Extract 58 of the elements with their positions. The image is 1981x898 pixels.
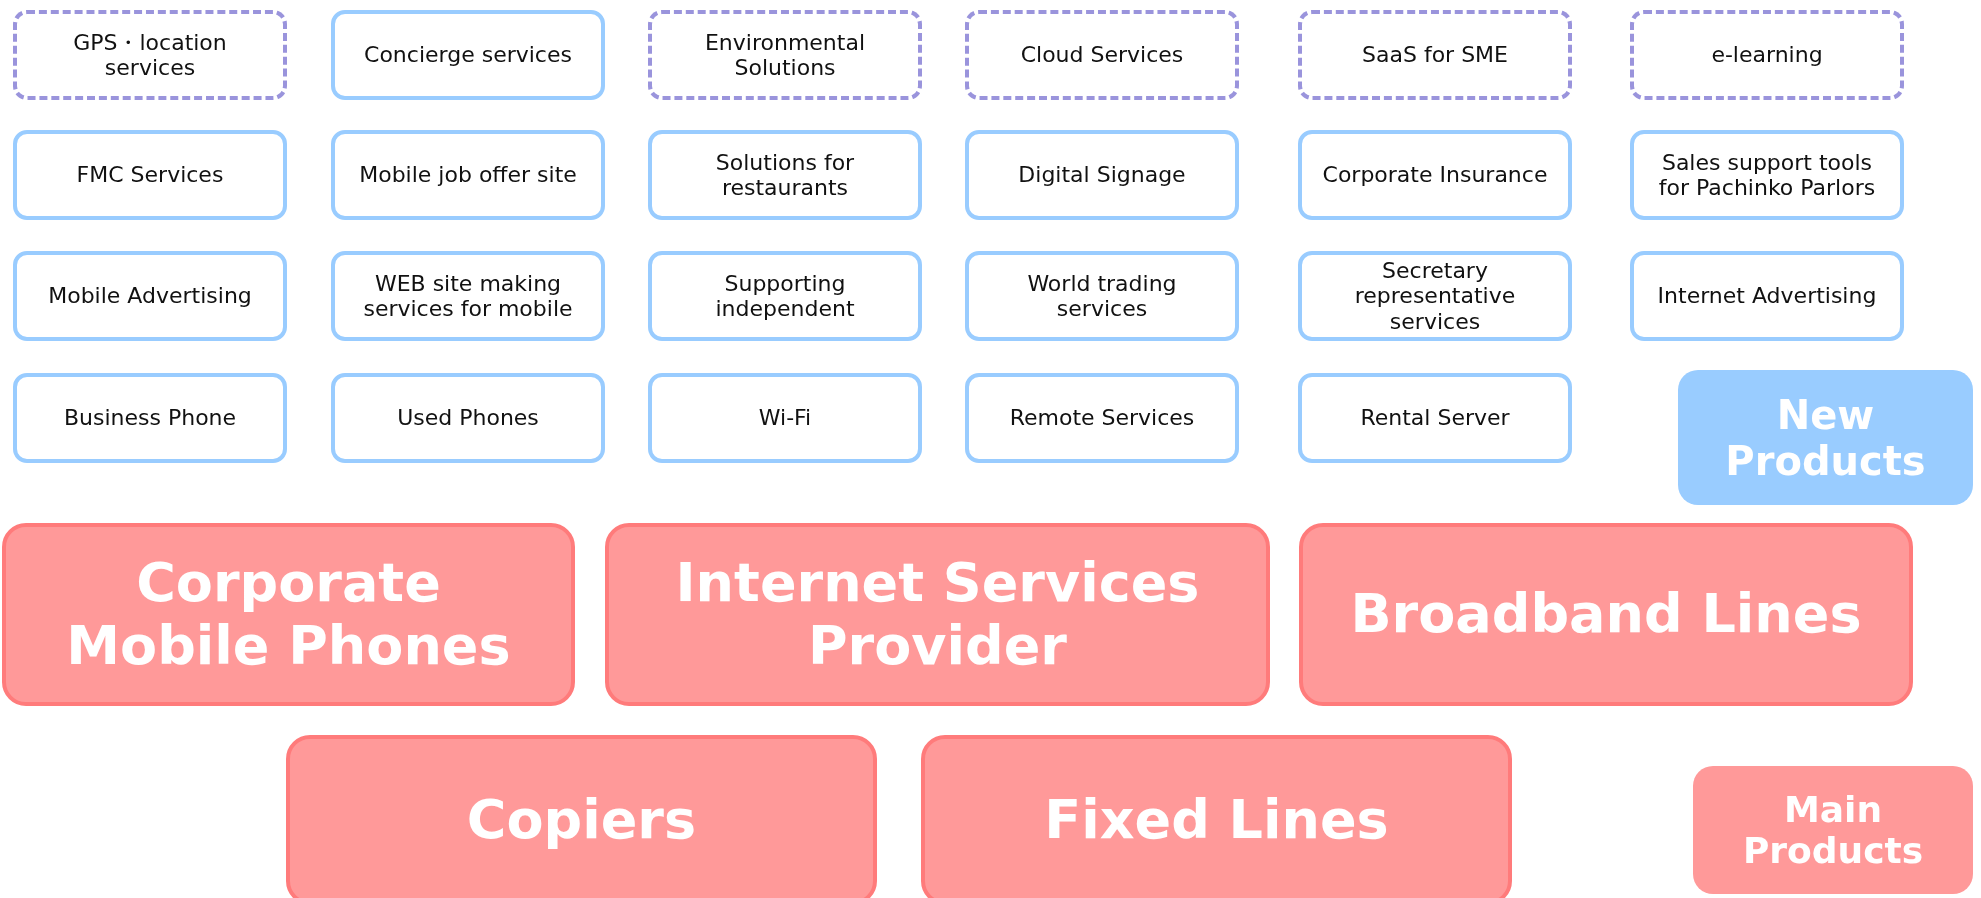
product-name: Internet Advertising	[1657, 283, 1877, 309]
product-name: Fixed Lines	[1044, 788, 1389, 852]
product-box	[331, 251, 605, 341]
product-box	[1630, 130, 1904, 220]
legend-badge: Main Products	[1693, 766, 1973, 894]
main-product-box	[605, 523, 1270, 706]
product-box	[13, 130, 287, 220]
product-box	[965, 251, 1239, 341]
product-name: Internet Services Provider	[674, 552, 1201, 677]
product-name: Mobile Advertising	[48, 283, 252, 309]
product-name: Copiers	[466, 788, 697, 852]
product-name: Concierge services	[364, 42, 572, 68]
product-name: Sales support tools for Pachinko Parlors	[1657, 149, 1877, 201]
planned-product-box	[13, 10, 287, 100]
product-box	[331, 373, 605, 463]
planned-product-box	[1630, 10, 1904, 100]
product-box	[13, 373, 287, 463]
product-box	[331, 10, 605, 100]
product-name: Used Phones	[397, 405, 539, 431]
product-name: Remote Services	[1009, 405, 1195, 431]
product-name: Cloud Services	[1020, 42, 1184, 68]
product-name: e-learning	[1711, 42, 1823, 68]
product-name: Corporate Insurance	[1322, 162, 1548, 188]
product-box	[648, 251, 922, 341]
product-name: Business Phone	[63, 405, 237, 431]
product-name: Secretary representative services	[1353, 258, 1517, 334]
main-product-box	[2, 523, 575, 706]
product-name: Broadband Lines	[1350, 583, 1862, 646]
planned-product-box	[1298, 10, 1572, 100]
product-name: Mobile job offer site	[359, 162, 577, 188]
product-box	[648, 373, 922, 463]
product-name: Corporate Mobile Phones	[65, 552, 512, 677]
product-name: FMC Services	[76, 162, 224, 188]
product-name: Rental Server	[1360, 405, 1510, 431]
main-product-box	[921, 735, 1512, 898]
product-box	[648, 130, 922, 220]
product-name: GPS・location services	[72, 29, 228, 81]
product-box	[1630, 251, 1904, 341]
planned-product-box	[965, 10, 1239, 100]
product-name: Environmental Solutions	[703, 29, 867, 81]
main-product-box	[1299, 523, 1913, 706]
product-box	[13, 251, 287, 341]
legend-badge: New Products	[1678, 370, 1973, 505]
main-product-box	[286, 735, 877, 898]
product-name: Supporting independent	[714, 270, 856, 322]
product-name: World trading services	[1026, 270, 1178, 322]
product-box	[1298, 373, 1572, 463]
product-box	[1298, 251, 1572, 341]
product-box	[1298, 130, 1572, 220]
product-box	[331, 130, 605, 220]
product-box	[965, 373, 1239, 463]
product-box	[965, 130, 1239, 220]
planned-product-box	[648, 10, 922, 100]
product-name: Solutions for restaurants	[714, 149, 856, 201]
product-name: WEB site making services for mobile	[362, 270, 574, 322]
product-name: Wi-Fi	[758, 405, 812, 431]
product-name: SaaS for SME	[1362, 42, 1508, 68]
product-name: Digital Signage	[1018, 162, 1186, 188]
